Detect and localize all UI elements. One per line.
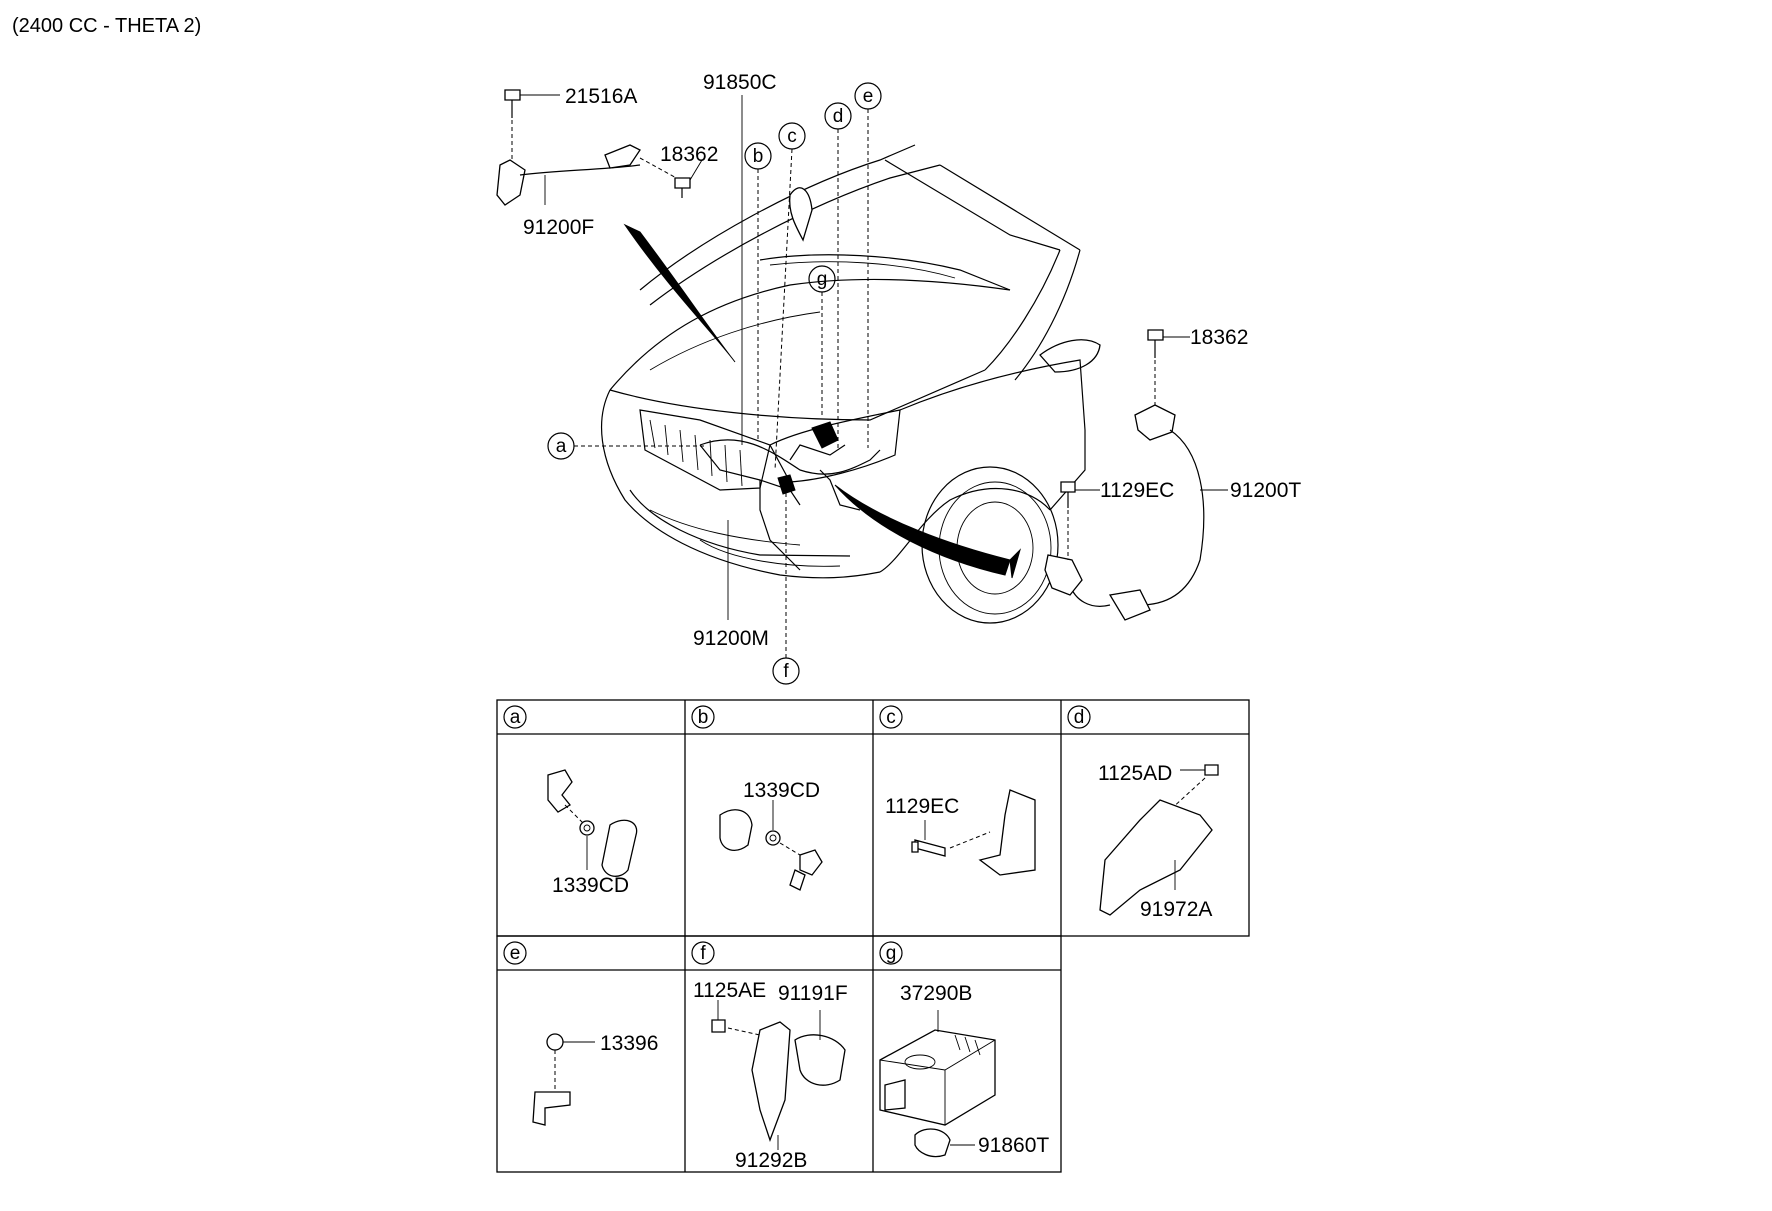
panel-e-header: e <box>503 941 527 965</box>
panel-c-header: c <box>879 705 903 729</box>
svg-text:g: g <box>817 269 828 290</box>
part-91200t-assembly <box>1044 329 1228 621</box>
callout-a: a <box>547 432 705 460</box>
panel-a-parts <box>547 769 638 877</box>
label-1339cd-b: 1339CD <box>743 779 820 802</box>
label-91972a: 91972A <box>1140 898 1212 921</box>
callout-e: e <box>854 82 882 448</box>
label-91200m: 91200M <box>693 627 769 650</box>
diagram-title: (2400 CC - THETA 2) <box>12 15 201 37</box>
svg-text:d: d <box>833 106 844 127</box>
part-91200f-assembly <box>496 89 703 206</box>
svg-text:a: a <box>510 707 521 728</box>
label-13396: 13396 <box>600 1032 658 1055</box>
label-91200f: 91200F <box>523 216 594 239</box>
label-18362-top: 18362 <box>660 143 718 166</box>
label-91200t: 91200T <box>1230 479 1301 502</box>
svg-text:b: b <box>698 707 709 728</box>
panel-c-parts <box>911 789 1036 876</box>
label-1339cd-a: 1339CD <box>552 874 629 897</box>
panel-a-header: a <box>503 705 527 729</box>
svg-text:g: g <box>886 943 897 964</box>
panel-e-parts <box>532 1033 595 1126</box>
svg-text:a: a <box>556 436 567 457</box>
car-illustration <box>601 144 1101 624</box>
label-1129ec-c: 1129EC <box>885 795 959 818</box>
label-21516a: 21516A <box>565 85 637 108</box>
label-91850c: 91850C <box>703 71 777 94</box>
svg-text:e: e <box>510 943 521 964</box>
panel-g-header: g <box>879 941 903 965</box>
svg-text:f: f <box>700 943 706 964</box>
panel-d-parts <box>1099 764 1219 916</box>
callout-g: g <box>808 265 836 415</box>
label-1125ae: 1125AE <box>693 979 766 1002</box>
label-91292b: 91292B <box>735 1149 807 1172</box>
callout-c: c <box>774 122 806 471</box>
svg-text:f: f <box>783 661 789 682</box>
panel-g-parts <box>879 1010 996 1158</box>
callout-d: d <box>824 102 852 450</box>
label-91191f: 91191F <box>778 982 848 1005</box>
svg-text:c: c <box>886 707 896 728</box>
label-37290b: 37290B <box>900 982 972 1005</box>
detail-grid <box>496 699 1250 1173</box>
callout-b: b <box>744 142 772 440</box>
panel-d-header: d <box>1067 705 1091 729</box>
label-18362-right: 18362 <box>1190 326 1248 349</box>
panel-f-header: f <box>691 941 715 965</box>
svg-text:d: d <box>1074 707 1085 728</box>
label-1125ad: 1125AD <box>1098 762 1172 785</box>
callout-f: f <box>772 480 800 685</box>
svg-text:c: c <box>787 126 797 147</box>
svg-text:e: e <box>863 86 874 107</box>
svg-text:b: b <box>753 146 764 167</box>
panel-b-header: b <box>691 705 715 729</box>
panel-b-parts <box>719 800 823 891</box>
label-1129ec-right: 1129EC <box>1100 479 1174 502</box>
panel-f-parts <box>711 1000 846 1150</box>
label-91860t: 91860T <box>978 1134 1049 1157</box>
